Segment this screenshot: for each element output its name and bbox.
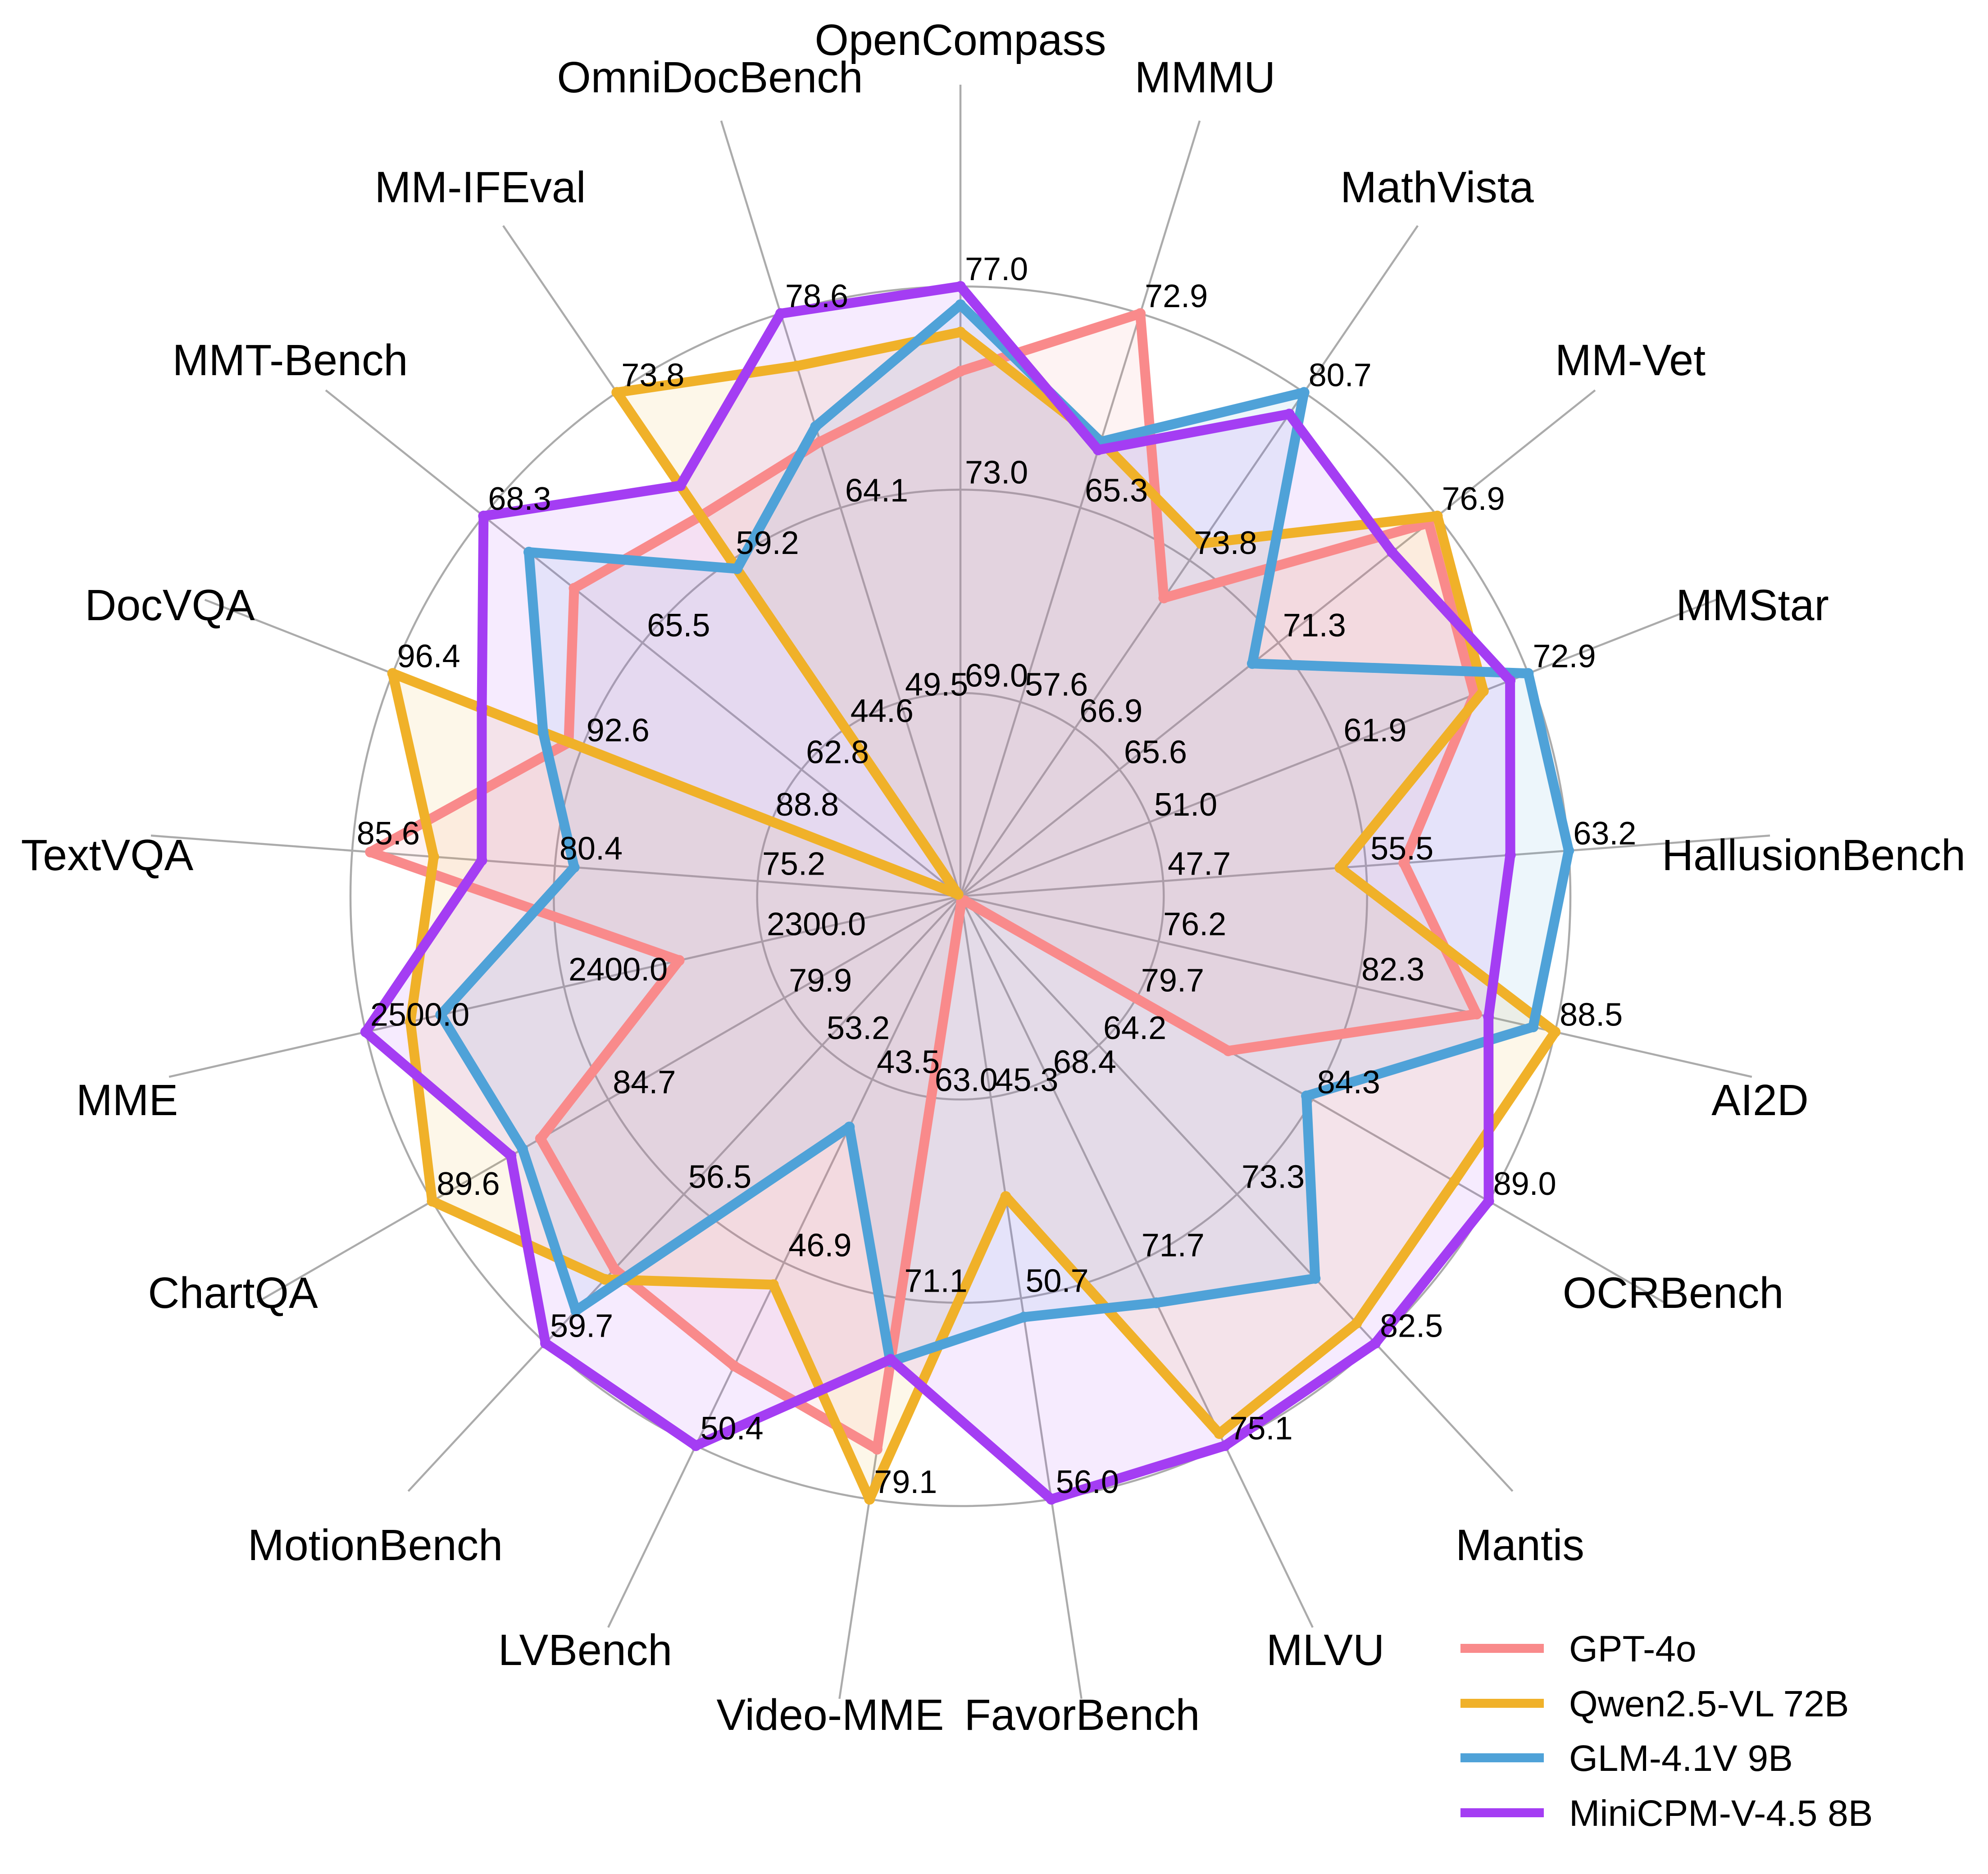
svg-text:96.4: 96.4 <box>397 638 460 674</box>
svg-text:80.4: 80.4 <box>560 831 623 867</box>
svg-text:MM-IFEval: MM-IFEval <box>375 163 586 212</box>
svg-text:GLM-4.1V 9B: GLM-4.1V 9B <box>1569 1738 1793 1779</box>
svg-text:TextVQA: TextVQA <box>21 830 194 880</box>
svg-text:85.6: 85.6 <box>357 816 420 852</box>
svg-text:47.7: 47.7 <box>1168 846 1231 882</box>
svg-text:77.0: 77.0 <box>965 251 1028 287</box>
svg-text:MME: MME <box>76 1075 178 1125</box>
svg-text:2500.0: 2500.0 <box>370 997 469 1033</box>
svg-text:68.3: 68.3 <box>488 481 551 517</box>
svg-text:MMT-Bench: MMT-Bench <box>173 336 408 385</box>
svg-text:MMStar: MMStar <box>1676 581 1829 630</box>
svg-text:64.2: 64.2 <box>1103 1010 1166 1046</box>
svg-text:MotionBench: MotionBench <box>248 1520 503 1570</box>
svg-text:OpenCompass: OpenCompass <box>815 15 1106 64</box>
svg-text:79.9: 79.9 <box>789 963 852 999</box>
svg-text:50.7: 50.7 <box>1026 1263 1089 1299</box>
svg-text:43.5: 43.5 <box>877 1044 940 1080</box>
svg-text:MM-Vet: MM-Vet <box>1555 336 1706 385</box>
svg-text:73.0: 73.0 <box>965 454 1028 490</box>
svg-text:53.2: 53.2 <box>827 1010 890 1046</box>
svg-text:79.7: 79.7 <box>1141 963 1204 999</box>
svg-text:72.9: 72.9 <box>1145 278 1208 314</box>
svg-text:51.0: 51.0 <box>1154 787 1217 823</box>
svg-text:Mantis: Mantis <box>1456 1520 1584 1570</box>
svg-text:72.9: 72.9 <box>1533 638 1596 674</box>
svg-text:55.5: 55.5 <box>1370 831 1433 867</box>
svg-text:AI2D: AI2D <box>1711 1075 1809 1125</box>
svg-text:78.6: 78.6 <box>785 278 848 314</box>
svg-text:HallusionBench: HallusionBench <box>1662 830 1965 880</box>
svg-text:89.0: 89.0 <box>1493 1166 1556 1202</box>
svg-text:OmniDocBench: OmniDocBench <box>557 53 863 102</box>
svg-text:64.1: 64.1 <box>845 472 908 508</box>
svg-text:62.8: 62.8 <box>806 735 869 771</box>
svg-text:ChartQA: ChartQA <box>148 1268 318 1317</box>
svg-text:76.2: 76.2 <box>1163 906 1226 942</box>
svg-text:68.4: 68.4 <box>1053 1044 1116 1080</box>
svg-text:82.3: 82.3 <box>1361 952 1424 988</box>
svg-text:GPT-4o: GPT-4o <box>1569 1629 1697 1670</box>
svg-text:65.6: 65.6 <box>1124 735 1187 771</box>
svg-text:63.2: 63.2 <box>1573 816 1636 852</box>
svg-text:71.7: 71.7 <box>1142 1227 1205 1263</box>
svg-text:2300.0: 2300.0 <box>767 906 866 942</box>
svg-text:49.5: 49.5 <box>905 667 968 703</box>
svg-text:82.5: 82.5 <box>1380 1308 1443 1344</box>
svg-text:89.6: 89.6 <box>437 1166 500 1202</box>
svg-text:80.7: 80.7 <box>1309 357 1372 393</box>
svg-text:Video-MME: Video-MME <box>717 1690 944 1739</box>
svg-text:56.0: 56.0 <box>1056 1464 1119 1500</box>
svg-text:45.3: 45.3 <box>995 1062 1058 1098</box>
svg-text:MiniCPM-V-4.5 8B: MiniCPM-V-4.5 8B <box>1569 1793 1873 1834</box>
svg-text:73.8: 73.8 <box>1194 525 1257 561</box>
svg-text:44.6: 44.6 <box>851 693 914 729</box>
svg-text:69.0: 69.0 <box>965 658 1028 694</box>
svg-text:LVBench: LVBench <box>498 1625 672 1674</box>
svg-text:MathVista: MathVista <box>1340 163 1534 212</box>
svg-text:75.1: 75.1 <box>1230 1411 1293 1447</box>
svg-text:76.9: 76.9 <box>1442 481 1505 517</box>
svg-text:Qwen2.5-VL 72B: Qwen2.5-VL 72B <box>1569 1683 1849 1724</box>
svg-text:MLVU: MLVU <box>1266 1625 1384 1674</box>
svg-text:79.1: 79.1 <box>874 1464 937 1500</box>
svg-text:65.3: 65.3 <box>1085 472 1148 508</box>
svg-text:57.6: 57.6 <box>1025 667 1088 703</box>
svg-text:46.9: 46.9 <box>788 1227 851 1263</box>
svg-text:66.9: 66.9 <box>1079 693 1142 729</box>
svg-text:50.4: 50.4 <box>701 1411 764 1447</box>
svg-text:75.2: 75.2 <box>762 846 825 882</box>
svg-text:84.7: 84.7 <box>613 1064 676 1100</box>
svg-text:73.8: 73.8 <box>621 357 684 393</box>
svg-text:71.1: 71.1 <box>905 1263 968 1299</box>
svg-text:OCRBench: OCRBench <box>1563 1268 1784 1317</box>
svg-text:DocVQA: DocVQA <box>85 581 255 630</box>
svg-text:92.6: 92.6 <box>587 712 650 749</box>
svg-text:FavorBench: FavorBench <box>964 1690 1200 1739</box>
svg-text:73.3: 73.3 <box>1242 1159 1305 1195</box>
svg-text:71.3: 71.3 <box>1283 608 1346 644</box>
svg-text:2400.0: 2400.0 <box>569 952 668 988</box>
svg-text:59.7: 59.7 <box>550 1308 613 1344</box>
svg-text:84.3: 84.3 <box>1317 1064 1380 1100</box>
svg-text:88.5: 88.5 <box>1560 997 1623 1033</box>
svg-text:61.9: 61.9 <box>1343 712 1406 749</box>
svg-text:65.5: 65.5 <box>647 608 710 644</box>
svg-text:56.5: 56.5 <box>688 1159 751 1195</box>
svg-text:88.8: 88.8 <box>776 787 839 823</box>
svg-text:63.0: 63.0 <box>935 1062 998 1098</box>
svg-text:MMMU: MMMU <box>1135 53 1275 102</box>
svg-text:59.2: 59.2 <box>736 525 799 561</box>
